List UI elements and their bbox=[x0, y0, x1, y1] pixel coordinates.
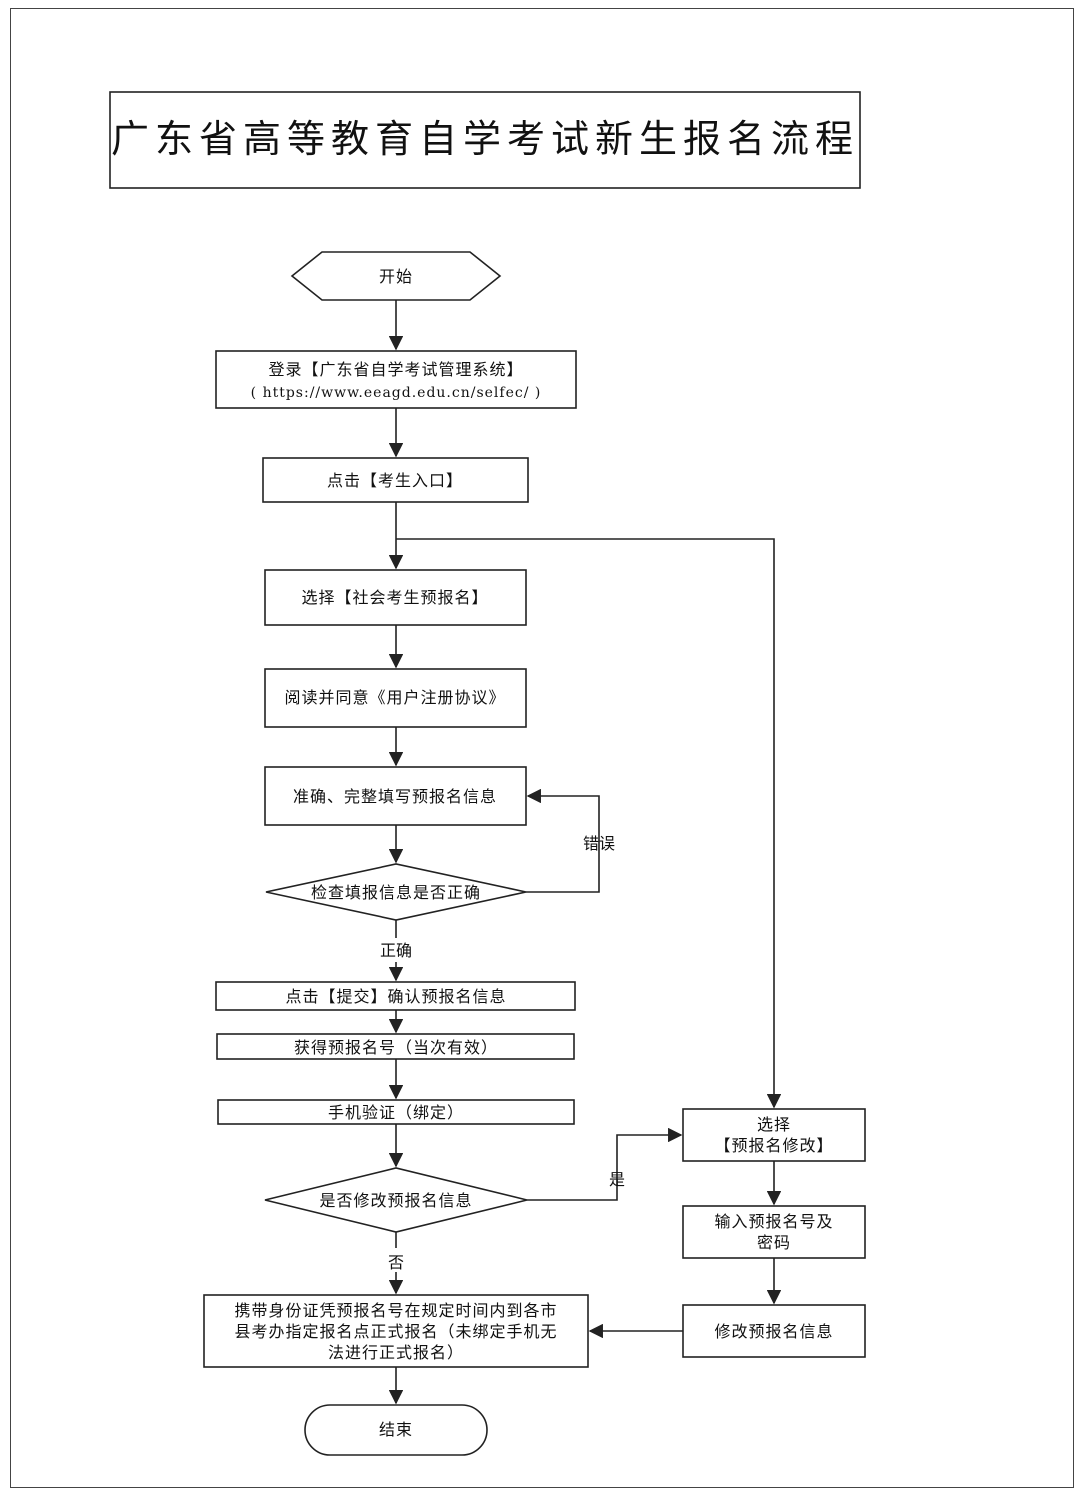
check-info-node: 检查填报信息是否正确 bbox=[265, 863, 527, 921]
submit-label: 点击【提交】确认预报名信息 bbox=[285, 987, 506, 1006]
input-number-node: 输入预报名号及 密码 bbox=[682, 1205, 866, 1259]
edge-label-yes: 是 bbox=[609, 1170, 625, 1189]
edge-label-no: 否 bbox=[388, 1253, 404, 1272]
get-number-node: 获得预报名号（当次有效） bbox=[216, 1033, 575, 1060]
check-info-label: 检查填报信息是否正确 bbox=[311, 883, 481, 902]
candidate-entry-label: 点击【考生入口】 bbox=[327, 471, 463, 490]
phone-verify-node: 手机验证（绑定） bbox=[217, 1099, 575, 1125]
select-modify-label-line1: 选择 bbox=[757, 1115, 791, 1134]
submit-node: 点击【提交】确认预报名信息 bbox=[215, 981, 576, 1011]
login-label-line2: ( https://www.eeagd.edu.cn/selfec/ ) bbox=[251, 385, 542, 401]
page-title: 广东省高等教育自学考试新生报名流程 bbox=[111, 117, 859, 161]
get-number-label: 获得预报名号（当次有效） bbox=[294, 1038, 498, 1057]
input-number-label-line2: 密码 bbox=[757, 1233, 791, 1252]
read-agree-label: 阅读并同意《用户注册协议》 bbox=[284, 688, 505, 707]
login-label-line1: 登录【广东省自学考试管理系统】 bbox=[268, 360, 523, 379]
final-registration-node: 携带身份证凭预报名号在规定时间内到各市 县考办指定报名点正式报名（未绑定手机无 … bbox=[203, 1294, 589, 1368]
login-node: 登录【广东省自学考试管理系统】 ( https://www.eeagd.edu.… bbox=[215, 350, 577, 409]
modify-info-label: 修改预报名信息 bbox=[714, 1322, 833, 1341]
edge-check-error bbox=[526, 788, 600, 893]
modify-question-node: 是否修改预报名信息 bbox=[264, 1167, 528, 1233]
fill-info-node: 准确、完整填写预报名信息 bbox=[264, 766, 527, 826]
select-social-node: 选择【社会考生预报名】 bbox=[264, 569, 527, 626]
read-agree-node: 阅读并同意《用户注册协议》 bbox=[264, 668, 527, 728]
final-label-line1: 携带身份证凭预报名号在规定时间内到各市 bbox=[234, 1301, 557, 1320]
modify-info-node: 修改预报名信息 bbox=[682, 1304, 866, 1358]
start-node: 开始 bbox=[290, 251, 502, 301]
input-number-label-line1: 输入预报名号及 bbox=[714, 1212, 833, 1231]
start-label: 开始 bbox=[379, 267, 413, 286]
edge-modify-yes bbox=[527, 1127, 683, 1201]
fill-info-label: 准确、完整填写预报名信息 bbox=[293, 787, 497, 806]
select-modify-label-line2: 【预报名修改】 bbox=[714, 1136, 833, 1155]
page-frame bbox=[10, 8, 1074, 1488]
end-node: 结束 bbox=[304, 1404, 488, 1456]
end-label: 结束 bbox=[379, 1420, 413, 1439]
candidate-entry-node: 点击【考生入口】 bbox=[262, 457, 529, 503]
edge-label-error: 错误 bbox=[583, 834, 615, 853]
edge-entry-select-modify bbox=[396, 538, 782, 1109]
final-label-line3: 法进行正式报名） bbox=[328, 1343, 464, 1362]
select-social-label: 选择【社会考生预报名】 bbox=[301, 588, 488, 607]
edge-label-correct: 正确 bbox=[380, 941, 412, 960]
phone-verify-label: 手机验证（绑定） bbox=[328, 1103, 464, 1122]
final-label-line2: 县考办指定报名点正式报名（未绑定手机无 bbox=[234, 1322, 557, 1341]
title-box: 广东省高等教育自学考试新生报名流程 bbox=[109, 91, 861, 189]
modify-question-label: 是否修改预报名信息 bbox=[319, 1191, 472, 1210]
select-modify-node: 选择 【预报名修改】 bbox=[682, 1108, 866, 1162]
